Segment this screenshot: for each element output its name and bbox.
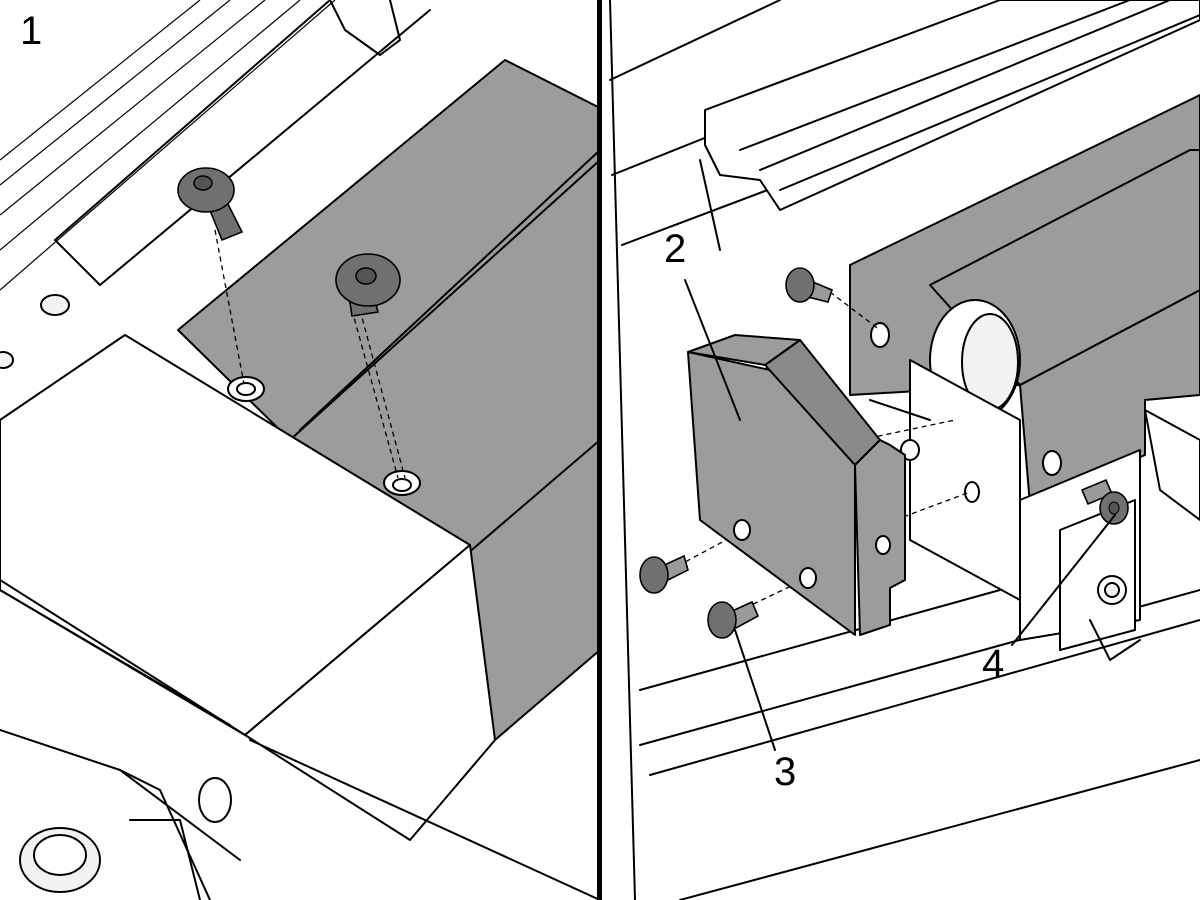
cover-plate [687, 334, 906, 636]
screw-icon [707, 600, 760, 639]
screw-icon [177, 167, 244, 242]
hole-left-2 [383, 470, 421, 496]
callout-3: 3 [774, 750, 796, 794]
beam-housing [849, 94, 1200, 506]
step-number: 1 [20, 9, 42, 53]
right-panel [609, 0, 1200, 900]
callout-4: 4 [982, 642, 1004, 686]
top-rail [699, 0, 1200, 251]
screw-icon [639, 554, 689, 594]
screw-icon [335, 253, 401, 317]
panel-divider [597, 0, 602, 900]
left-panel [0, 0, 601, 900]
leader-line-4 [1011, 514, 1116, 646]
screw-icon [785, 267, 833, 303]
hole-left-1 [227, 376, 265, 402]
leader-line-3 [734, 629, 776, 751]
small-nut [40, 294, 70, 316]
leader-line-2 [684, 279, 741, 421]
callout-2: 2 [664, 227, 686, 271]
left-rails [0, 0, 431, 291]
screw-icon [1080, 478, 1129, 525]
